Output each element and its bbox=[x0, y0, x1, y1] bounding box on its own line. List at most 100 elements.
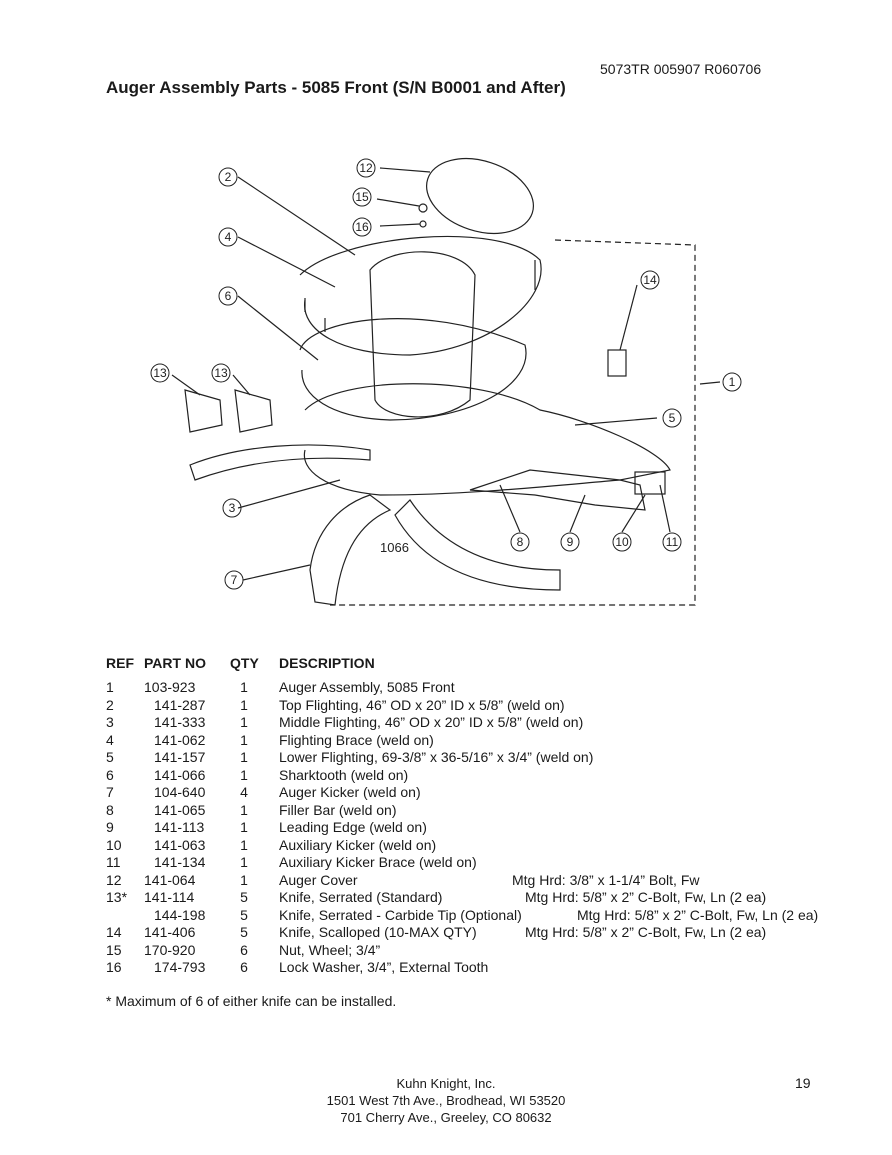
header-part-no: PART NO bbox=[144, 655, 206, 671]
qty-cell: 6 bbox=[240, 959, 248, 975]
callout-14: 14 bbox=[643, 273, 657, 287]
header-ref: REF bbox=[106, 655, 134, 671]
description-cell: Nut, Wheel; 3/4” bbox=[279, 941, 381, 958]
qty-cell: 1 bbox=[240, 731, 248, 748]
description-cell: Knife, Scalloped (10-MAX QTY) bbox=[279, 924, 477, 940]
description-cell: Knife, Serrated (Standard) bbox=[279, 889, 443, 905]
callout-3: 3 bbox=[229, 501, 236, 515]
description-cell: Top Flighting, 46” OD x 20” ID x 5/8” (w… bbox=[279, 696, 565, 713]
ref-cell: 15 bbox=[106, 941, 122, 958]
ref-cell: 4 bbox=[106, 731, 114, 748]
qty-cell: 6 bbox=[240, 941, 248, 958]
ref-cell: 14 bbox=[106, 924, 122, 940]
callout-6: 6 bbox=[225, 289, 232, 303]
part-no-cell: 104-640 bbox=[154, 784, 206, 800]
callout-2: 2 bbox=[225, 170, 232, 184]
description-cell: Auger Cover bbox=[279, 871, 358, 888]
callout-5: 5 bbox=[669, 411, 676, 425]
description-cell: Auger Assembly, 5085 Front bbox=[279, 679, 455, 695]
qty-cell: 1 bbox=[240, 801, 248, 818]
description-cell: Leading Edge (weld on) bbox=[279, 819, 427, 835]
qty-cell: 1 bbox=[240, 766, 248, 783]
callout-15: 15 bbox=[355, 190, 369, 204]
callout-8: 8 bbox=[517, 535, 524, 549]
address-line-2: 701 Cherry Ave., Greeley, CO 80632 bbox=[340, 1110, 552, 1125]
ref-cell: 8 bbox=[106, 801, 114, 818]
ref-cell: 7 bbox=[106, 784, 114, 800]
qty-cell: 4 bbox=[240, 784, 248, 800]
part-no-cell: 141-066 bbox=[154, 766, 206, 783]
qty-cell: 5 bbox=[240, 924, 248, 940]
callout-16: 16 bbox=[355, 220, 369, 234]
callout-10: 10 bbox=[615, 535, 629, 549]
page-title: Auger Assembly Parts - 5085 Front (S/N B… bbox=[106, 78, 566, 97]
description-cell: Lower Flighting, 69-3/8” x 36-5/16” x 3/… bbox=[279, 749, 594, 765]
qty-cell: 5 bbox=[240, 889, 248, 905]
callout-7: 7 bbox=[231, 573, 238, 587]
company-name: Kuhn Knight, Inc. bbox=[396, 1076, 496, 1091]
document-code: 5073TR 005907 R060706 bbox=[600, 61, 762, 77]
page-number: 19 bbox=[795, 1075, 811, 1091]
ref-cell: 2 bbox=[106, 696, 114, 713]
part-no-cell: 141-134 bbox=[154, 854, 206, 870]
qty-cell: 1 bbox=[240, 714, 248, 730]
qty-cell: 1 bbox=[240, 871, 248, 888]
part-no-cell: 141-113 bbox=[154, 819, 205, 835]
qty-cell: 1 bbox=[240, 854, 248, 870]
qty-cell: 1 bbox=[240, 819, 248, 835]
callout-13a: 13 bbox=[153, 366, 167, 380]
qty-cell: 1 bbox=[240, 679, 248, 695]
footer: Kuhn Knight, Inc. 1501 West 7th Ave., Br… bbox=[0, 1075, 892, 1126]
footnote: * Maximum of 6 of either knife can be in… bbox=[106, 993, 397, 1009]
callout-13b: 13 bbox=[214, 366, 228, 380]
mounting-hardware-cell: Mtg Hrd: 5/8” x 2” C-Bolt, Fw, Ln (2 ea) bbox=[525, 924, 767, 940]
description-cell: Flighting Brace (weld on) bbox=[279, 731, 434, 748]
qty-cell: 1 bbox=[240, 749, 248, 765]
part-no-cell: 141-333 bbox=[154, 714, 206, 730]
description-cell: Sharktooth (weld on) bbox=[279, 766, 409, 783]
part-no-cell: 141-157 bbox=[154, 749, 206, 765]
ref-cell: 11 bbox=[106, 854, 121, 870]
part-no-cell: 141-406 bbox=[144, 924, 196, 940]
part-no-cell: 170-920 bbox=[144, 941, 196, 958]
description-cell: Auxiliary Kicker Brace (weld on) bbox=[279, 854, 477, 870]
part-no-cell: 141-062 bbox=[154, 731, 206, 748]
description-cell: Auxiliary Kicker (weld on) bbox=[279, 836, 437, 853]
qty-cell: 1 bbox=[240, 836, 248, 853]
address-line-1: 1501 West 7th Ave., Brodhead, WI 53520 bbox=[326, 1093, 566, 1108]
ref-cell: 5 bbox=[106, 749, 114, 765]
part-no-cell: 103-923 bbox=[144, 679, 196, 695]
mounting-hardware-cell: Mtg Hrd: 5/8” x 2” C-Bolt, Fw, Ln (2 ea) bbox=[525, 889, 767, 905]
ref-cell: 13* bbox=[106, 889, 128, 905]
part-no-cell: 141-114 bbox=[144, 889, 195, 905]
ref-cell: 16 bbox=[106, 959, 122, 975]
qty-cell: 5 bbox=[240, 906, 248, 923]
callout-11: 11 bbox=[666, 535, 679, 549]
ref-cell: 6 bbox=[106, 766, 114, 783]
description-cell: Middle Flighting, 46” OD x 20” ID x 5/8”… bbox=[279, 714, 584, 730]
description-cell: Auger Kicker (weld on) bbox=[279, 784, 421, 800]
mounting-hardware-cell: Mtg Hrd: 3/8” x 1-1/4” Bolt, Fw bbox=[512, 871, 700, 888]
ref-cell: 9 bbox=[106, 819, 114, 835]
mounting-hardware-cell: Mtg Hrd: 5/8” x 2” C-Bolt, Fw, Ln (2 ea) bbox=[577, 906, 819, 923]
callout-1: 1 bbox=[729, 375, 736, 389]
ref-cell: 12 bbox=[106, 871, 122, 888]
auger-assembly-diagram: 1 2 3 4 5 6 7 8 9 10 11 12 13 13 14 15 1… bbox=[150, 158, 742, 606]
part-no-cell: 141-063 bbox=[154, 836, 206, 853]
callout-4: 4 bbox=[225, 230, 232, 244]
qty-cell: 1 bbox=[240, 696, 248, 713]
header-description: DESCRIPTION bbox=[279, 655, 375, 671]
part-no-cell: 174-793 bbox=[154, 959, 206, 975]
header-qty: QTY bbox=[230, 655, 259, 671]
part-no-cell: 141-065 bbox=[154, 801, 206, 818]
callout-9: 9 bbox=[567, 535, 574, 549]
part-no-cell: 144-198 bbox=[154, 906, 206, 923]
drawing-number: 1066 bbox=[380, 540, 409, 555]
description-cell: Filler Bar (weld on) bbox=[279, 801, 397, 818]
ref-cell: 3 bbox=[106, 714, 114, 730]
description-cell: Lock Washer, 3/4”, External Tooth bbox=[279, 959, 489, 975]
ref-cell: 1 bbox=[106, 679, 114, 695]
ref-cell: 10 bbox=[106, 836, 122, 853]
part-no-cell: 141-287 bbox=[154, 696, 206, 713]
part-no-cell: 141-064 bbox=[144, 871, 196, 888]
